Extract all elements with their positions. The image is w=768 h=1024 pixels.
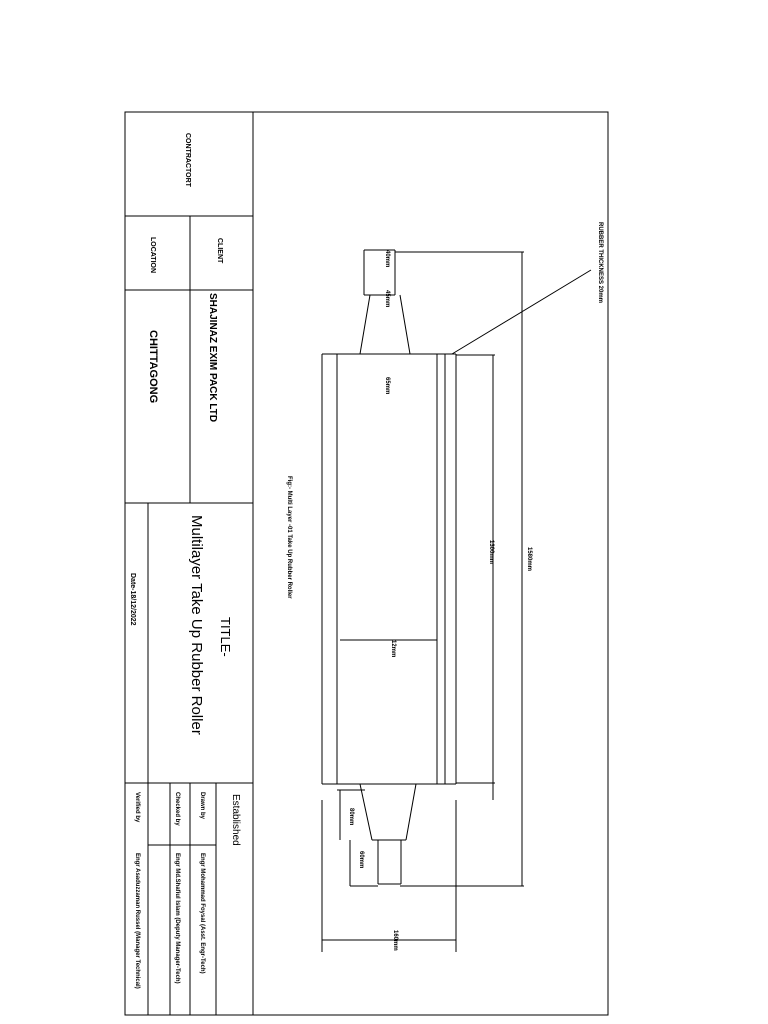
title-value: Multilayer Take Up Rubber Roller (188, 515, 205, 735)
dim-shaft-end: 40mm (384, 250, 390, 267)
title-label: TITLE- (218, 617, 233, 657)
drawing-date: Date-18/12/2022 (129, 573, 136, 626)
client-value: SHAJINAZ EXIM PACK LTD (207, 293, 218, 422)
drawn-by-label: Drawn by (199, 792, 205, 820)
checked-by-label: Checked by (174, 792, 180, 826)
roller-geometry (321, 249, 457, 885)
dim-journal-bottom: 80mm (348, 808, 354, 825)
figure-caption: Fig:- Multi Layer -01 Take Up Rubber Rol… (286, 476, 292, 599)
contractor-label: CONTRACTORT (184, 133, 191, 188)
dim-journal-top: 45mm (384, 290, 390, 307)
dimension-labels: RUBBER THICKNESS 20mm Fig:- Multi Layer … (286, 222, 603, 951)
verified-by-value: Engr Asaduzzaman Russel (Manager Technic… (134, 853, 140, 989)
dimension-lines (321, 251, 592, 952)
established-label: Established (230, 794, 241, 846)
checked-by-value: Engr Md.Shafiul Islam (Deputy Manager-Te… (174, 853, 180, 984)
location-label: LOCATION (149, 237, 156, 273)
rubber-thickness-label: RUBBER THICKNESS 20mm (597, 222, 603, 303)
dim-shaft-bottom: 60mm (358, 851, 364, 868)
dim-shoulder-top: 65mm (384, 377, 390, 394)
verified-by-label: Verified by (134, 792, 140, 823)
dim-wall: 12mm (390, 640, 396, 657)
title-block: CONTRACTORT CLIENT SHAJINAZ EXIM PACK LT… (124, 112, 254, 1015)
location-value: CHITTAGONG (147, 330, 159, 403)
dim-overall-length: 1580mm (526, 547, 532, 571)
drawn-by-value: Engr Mohammad Foysal (Asst. Engr-Tech) (199, 853, 205, 974)
client-label: CLIENT (216, 238, 223, 264)
dim-body-length: 1300mm (488, 540, 494, 564)
dim-diameter: 160mm (392, 930, 398, 951)
sheet-border (124, 111, 609, 1016)
